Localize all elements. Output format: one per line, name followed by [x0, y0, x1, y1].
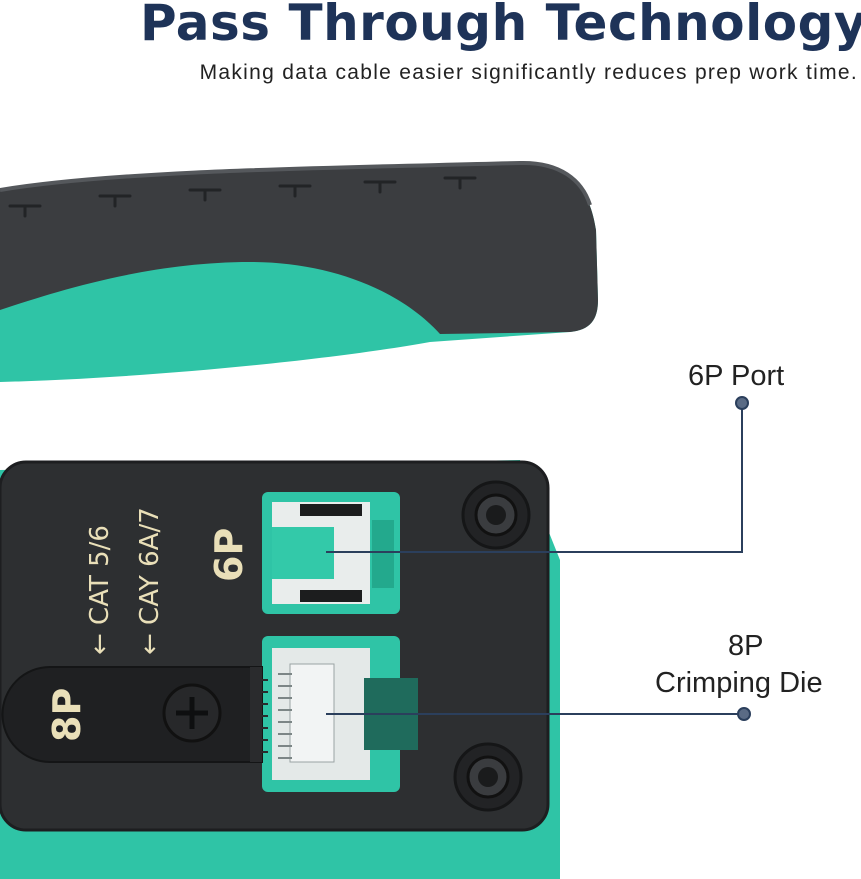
latch-screw	[162, 683, 222, 743]
callout-6p-leader	[326, 396, 749, 553]
page-title: Pass Through Technology	[140, 0, 861, 52]
callout-8p-die-line2: Crimping Die	[655, 667, 823, 699]
screw-bottom	[453, 742, 523, 812]
die-latch	[1, 666, 268, 763]
callout-8p-die-line1: 8P	[728, 630, 764, 662]
callout-8p-leader	[326, 707, 751, 721]
8p-marking: 8P	[45, 688, 89, 742]
page-subtitle: Making data cable easier significantly r…	[199, 61, 858, 84]
tool-handle	[0, 160, 598, 382]
6p-marking: 6P	[207, 528, 251, 582]
callout-6p-port: 6P Port	[688, 360, 785, 392]
cable-type-marking-2: ← CAY 6A/7	[135, 507, 165, 655]
screw-top	[461, 480, 531, 550]
cable-type-marking-1: ← CAT 5/6	[85, 525, 115, 655]
